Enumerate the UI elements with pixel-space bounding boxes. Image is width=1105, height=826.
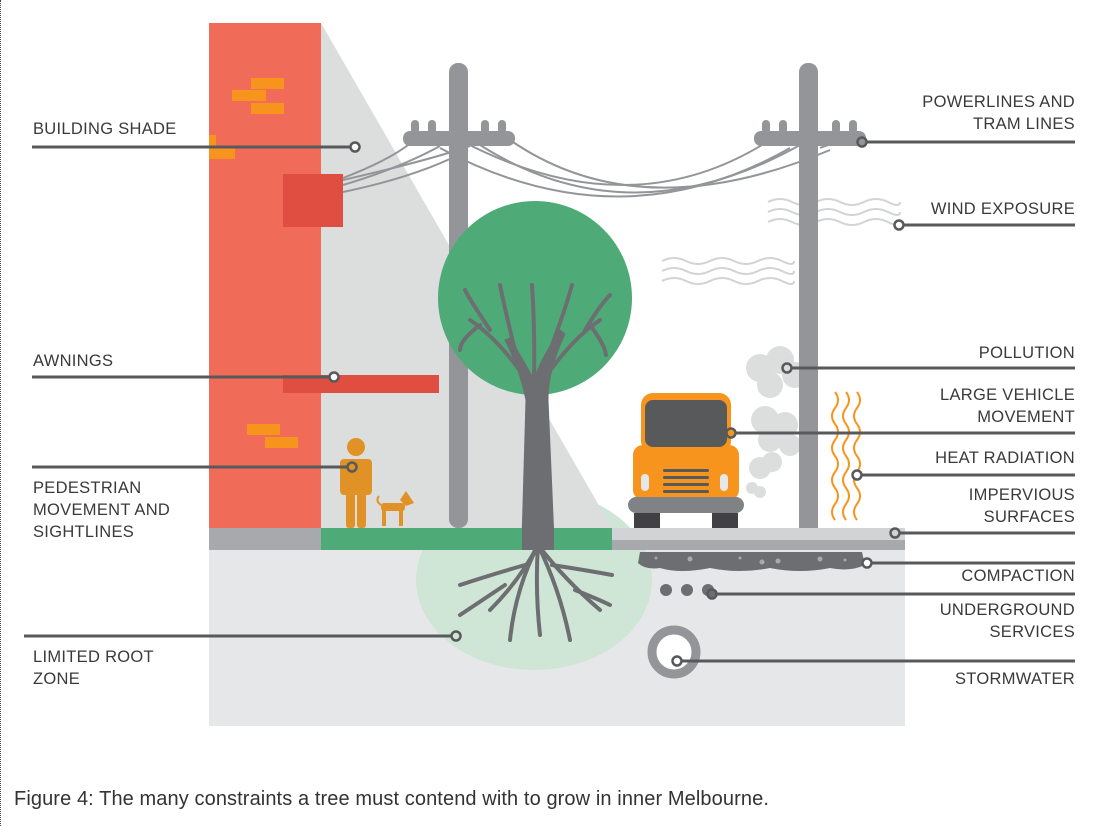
label-impervious: IMPERVIOUS SURFACES (969, 484, 1075, 528)
road-base (612, 540, 905, 550)
label-line: SERVICES (989, 623, 1075, 641)
heat-radiation-waves (831, 391, 861, 521)
page-left-border (0, 0, 1, 826)
power-lines (342, 139, 851, 198)
label-pollution: POLLUTION (978, 344, 1075, 362)
label-line: ZONE (33, 670, 81, 688)
stormwater-pipe (647, 625, 701, 679)
truck (628, 393, 744, 528)
label-line: TRAM LINES (972, 115, 1075, 133)
label-line: LARGE VEHICLE (939, 386, 1075, 404)
tree-trunk (458, 283, 612, 541)
building-box (283, 174, 343, 227)
label-line: PEDESTRIAN (33, 479, 142, 497)
dog-figure (376, 491, 414, 526)
figure-caption: Figure 4: The many constraints a tree mu… (14, 788, 769, 810)
tree-canopy (438, 201, 632, 395)
nature-strip (321, 528, 612, 550)
label-line: SURFACES (983, 508, 1075, 526)
wind-lines (661, 198, 901, 285)
road-surface (612, 528, 905, 540)
trunk-over-grass (522, 528, 554, 550)
label-heat-radiation: HEAT RADIATION (935, 449, 1075, 467)
tree-roots (458, 543, 614, 642)
label-underground: UNDERGROUND SERVICES (940, 599, 1075, 643)
label-line: MOVEMENT (977, 408, 1075, 426)
label-line: IMPERVIOUS (968, 486, 1075, 504)
footpath-base (209, 528, 321, 550)
label-line: UNDERGROUND (939, 601, 1075, 619)
bricks (209, 78, 298, 448)
label-stormwater: STORMWATER (954, 670, 1075, 688)
label-powerlines: POWERLINES AND TRAM LINES (922, 91, 1075, 135)
label-large-vehicle: LARGE VEHICLE MOVEMENT (940, 384, 1075, 428)
leader-lines (24, 140, 1075, 663)
label-compaction: COMPACTION (961, 567, 1075, 585)
label-awnings: AWNINGS (33, 352, 114, 370)
label-line: LIMITED ROOT (33, 648, 154, 666)
label-line: SIGHTLINES (33, 523, 135, 541)
label-line: POWERLINES AND (922, 93, 1075, 111)
label-limited-root-zone: LIMITED ROOT ZONE (33, 646, 154, 690)
label-building-shade: BUILDING SHADE (33, 120, 177, 138)
leader-dots (328, 136, 905, 667)
underground-pipes (660, 584, 714, 596)
label-wind-exposure: WIND EXPOSURE (930, 200, 1075, 218)
awning (283, 375, 439, 393)
label-line: MOVEMENT AND (33, 501, 171, 519)
label-pedestrian: PEDESTRIAN MOVEMENT AND SIGHTLINES (33, 477, 170, 543)
compaction-layer (638, 552, 865, 571)
